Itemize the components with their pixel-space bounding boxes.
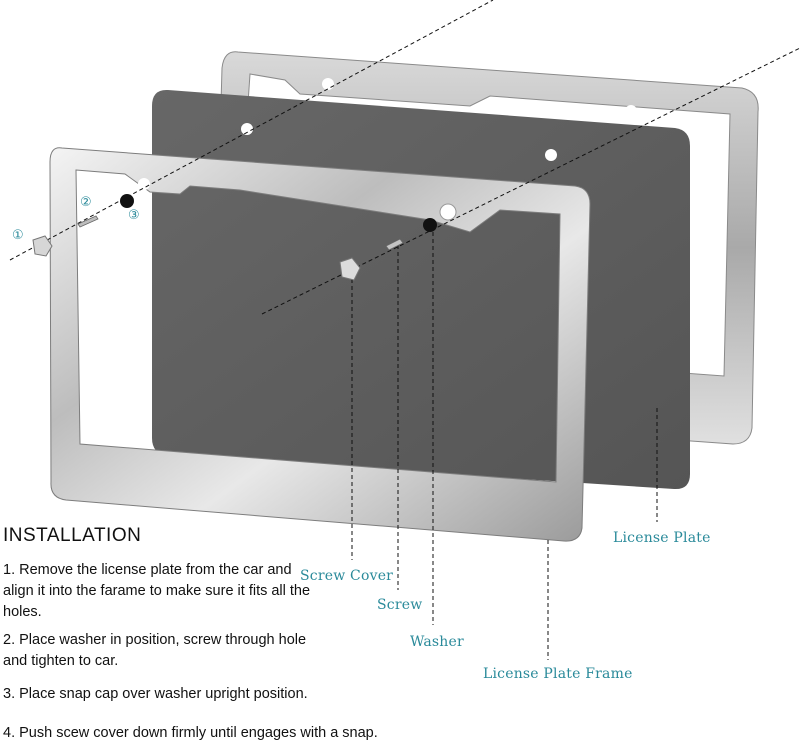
screw-label: Screw	[377, 597, 423, 613]
mounting-hole	[322, 78, 334, 90]
instruction-step-3: 3. Place snap cap over washer upright po…	[3, 686, 308, 702]
washer-part	[423, 218, 437, 232]
license-plate-label: License Plate	[613, 530, 711, 546]
hardware-right	[339, 218, 437, 281]
screw-part	[77, 215, 99, 228]
step-marker-3: ③	[128, 208, 140, 223]
mounting-hole	[138, 178, 150, 190]
license-plate	[152, 89, 690, 490]
mounting-hole	[241, 123, 253, 135]
mounting-hole	[625, 105, 637, 117]
screw-cover-label: Screw Cover	[300, 568, 394, 584]
instruction-step-2: 2. Place washer in position, screw throu…	[3, 632, 307, 669]
screw-cover-part	[339, 257, 361, 281]
screw-part	[385, 238, 404, 251]
mounting-hole	[439, 203, 457, 221]
mounting-hole	[545, 149, 557, 161]
hardware-left	[32, 194, 134, 257]
step-marker-1: ①	[12, 228, 24, 243]
screw-cover-part	[32, 235, 53, 257]
license-plate-frame-label: License Plate Frame	[483, 666, 633, 682]
step-marker-2: ②	[80, 195, 92, 210]
washer-label: Washer	[410, 634, 464, 650]
instruction-step-1: 1. Remove the license plate from the car…	[3, 562, 311, 620]
installation-heading: INSTALLATION	[3, 525, 142, 546]
front-frame	[49, 147, 591, 542]
washer-part	[120, 194, 134, 208]
instruction-step-4: 4. Push scew cover down firmly until eng…	[3, 725, 378, 741]
